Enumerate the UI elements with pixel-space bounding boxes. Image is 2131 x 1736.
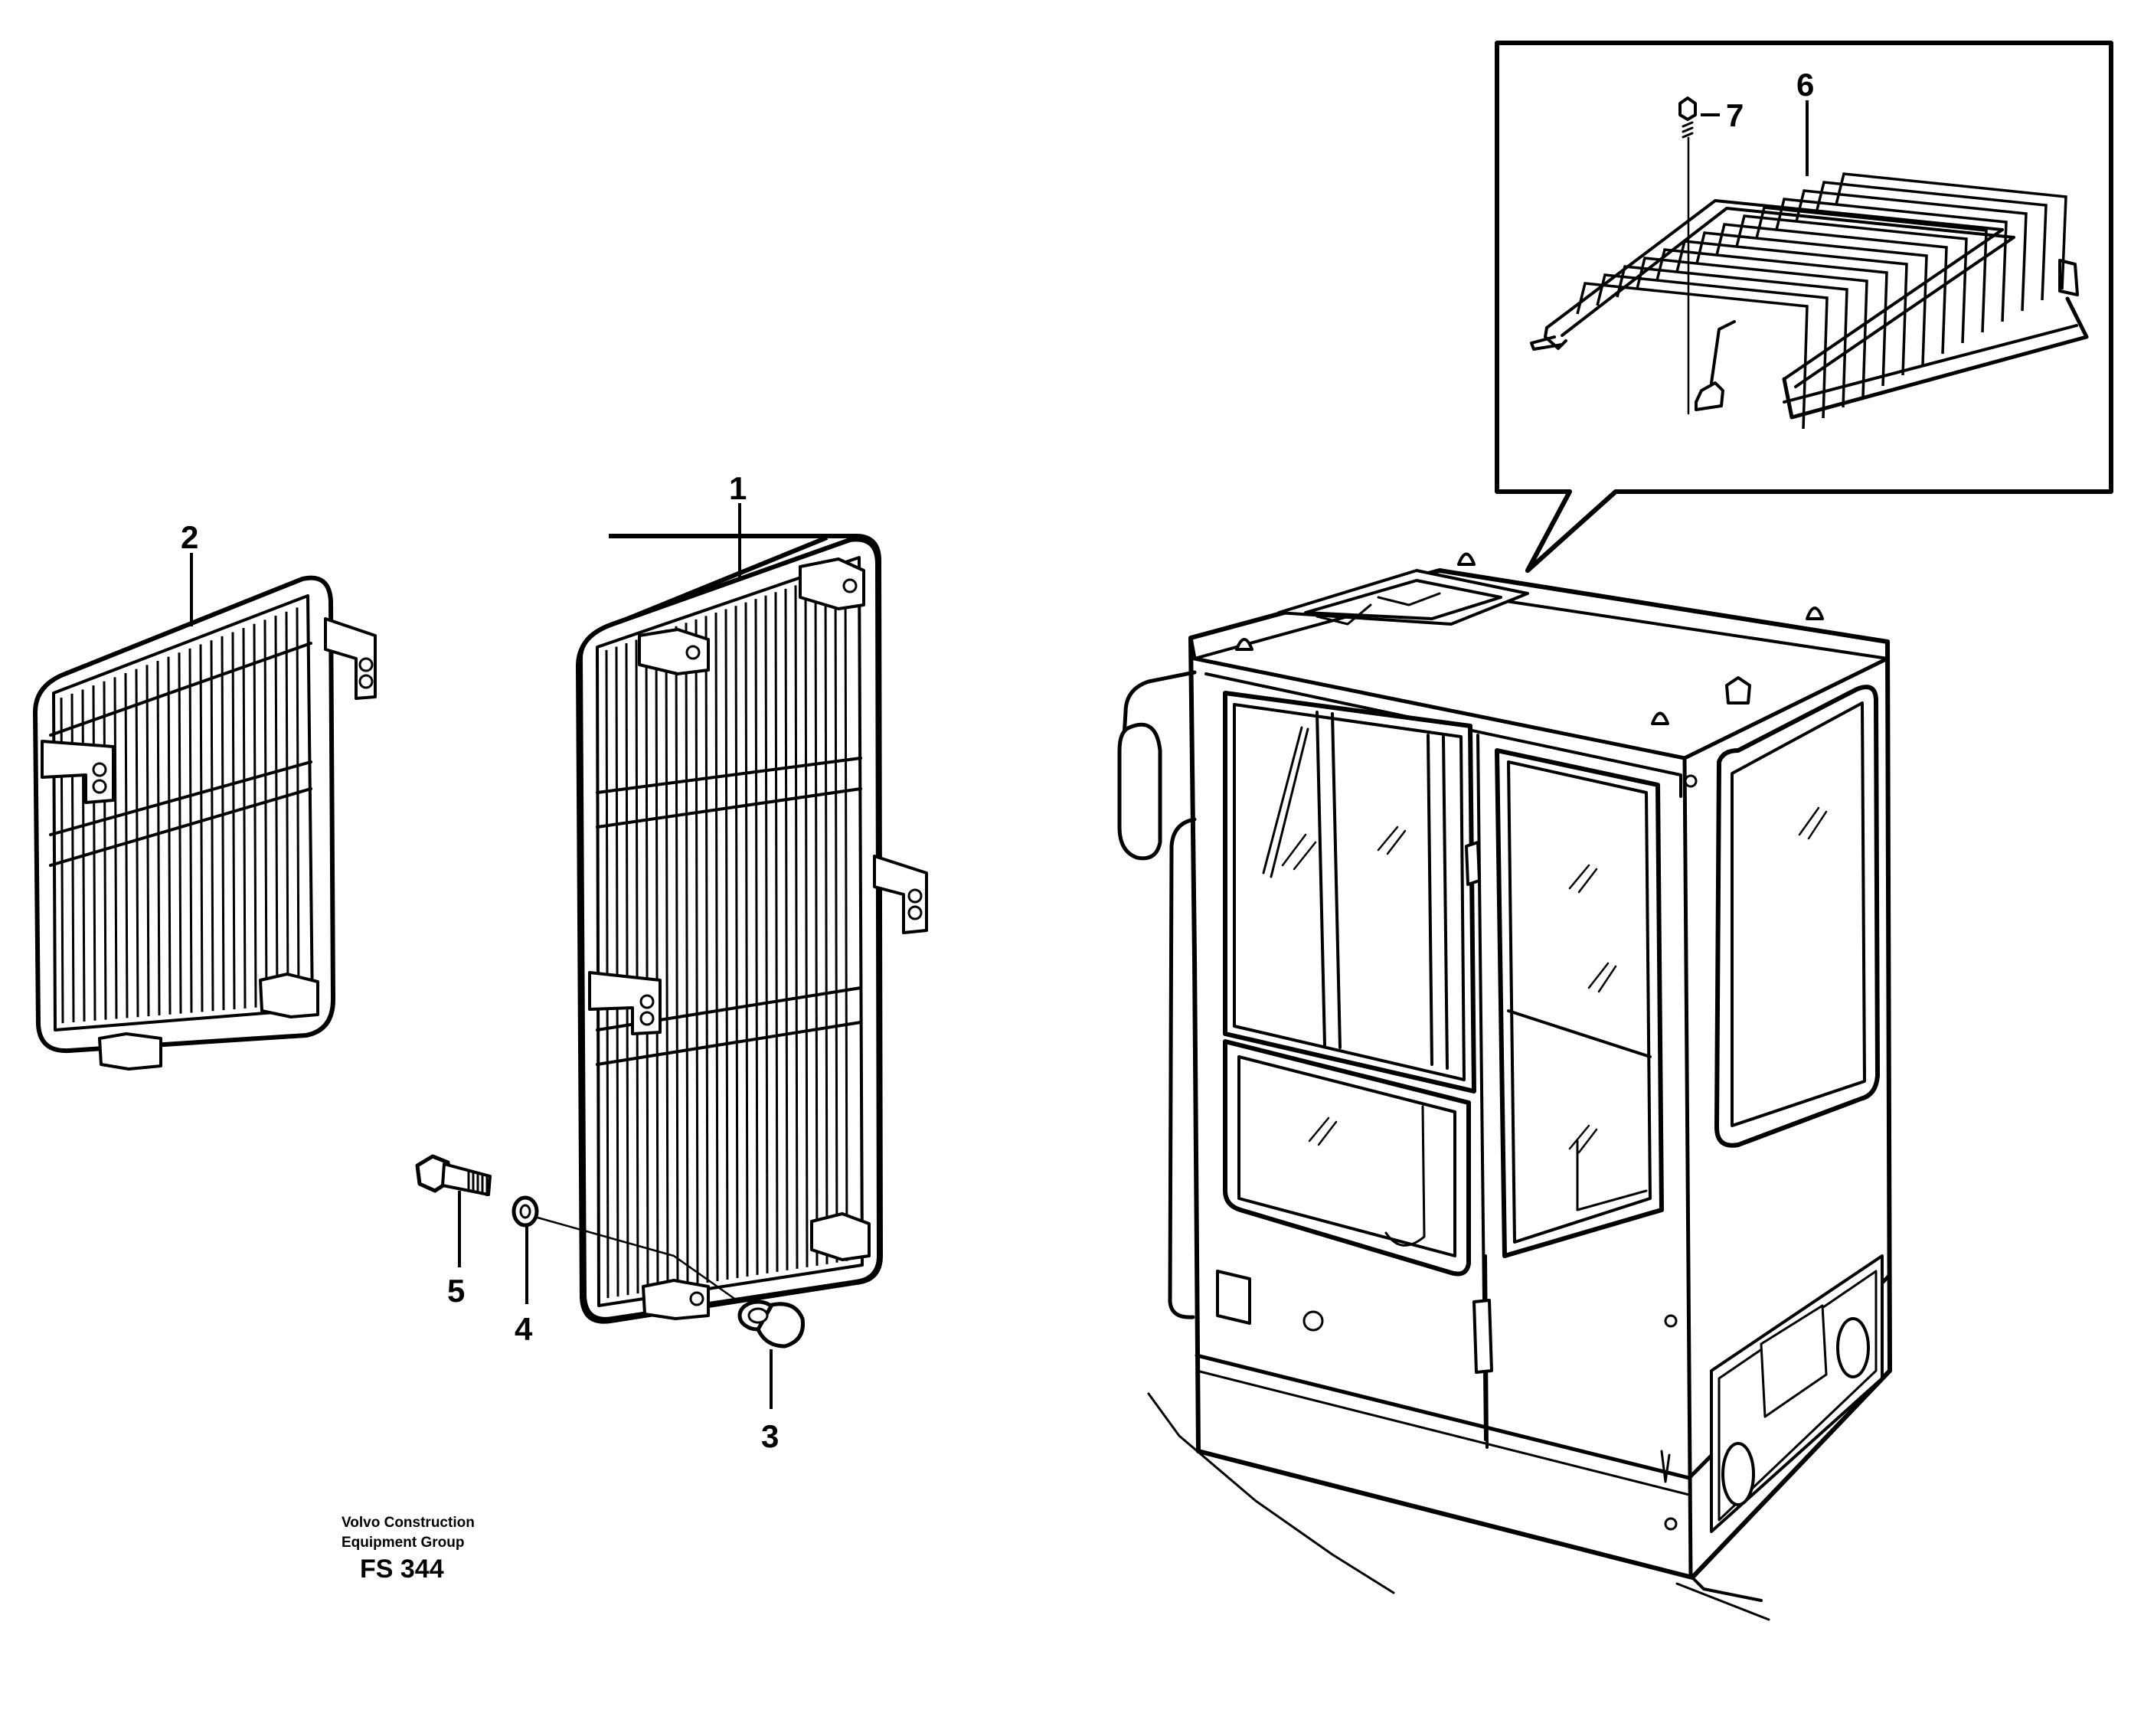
callout-1: 1 [729, 470, 747, 506]
leader-lines [190, 100, 1809, 1409]
callout-3: 3 [761, 1418, 779, 1454]
fastener-bushing-part-3 [737, 1300, 806, 1349]
fastener-bolt-part-5 [415, 1154, 492, 1196]
grille-part-1 [576, 534, 928, 1324]
footer-company-line-2: Equipment Group [342, 1535, 465, 1551]
fastener-washer-part-4 [512, 1195, 539, 1228]
assembly-guide-line [536, 1216, 740, 1303]
roof-bolt-part-7 [1678, 96, 1697, 415]
callout-7: 7 [1726, 97, 1744, 133]
footer-company-line-1: Volvo Construction [342, 1515, 475, 1531]
callout-6: 6 [1796, 67, 1814, 103]
roof-guard-part-6 [1530, 172, 2089, 430]
callout-5: 5 [447, 1273, 465, 1309]
cab [1117, 552, 1892, 1621]
figure-code: FS 344 [360, 1555, 444, 1584]
grille-part-2 [33, 575, 377, 1071]
callout-labels: 1 2 3 4 5 6 7 [181, 67, 1814, 1454]
callout-4: 4 [515, 1311, 533, 1347]
callout-2: 2 [181, 519, 198, 555]
